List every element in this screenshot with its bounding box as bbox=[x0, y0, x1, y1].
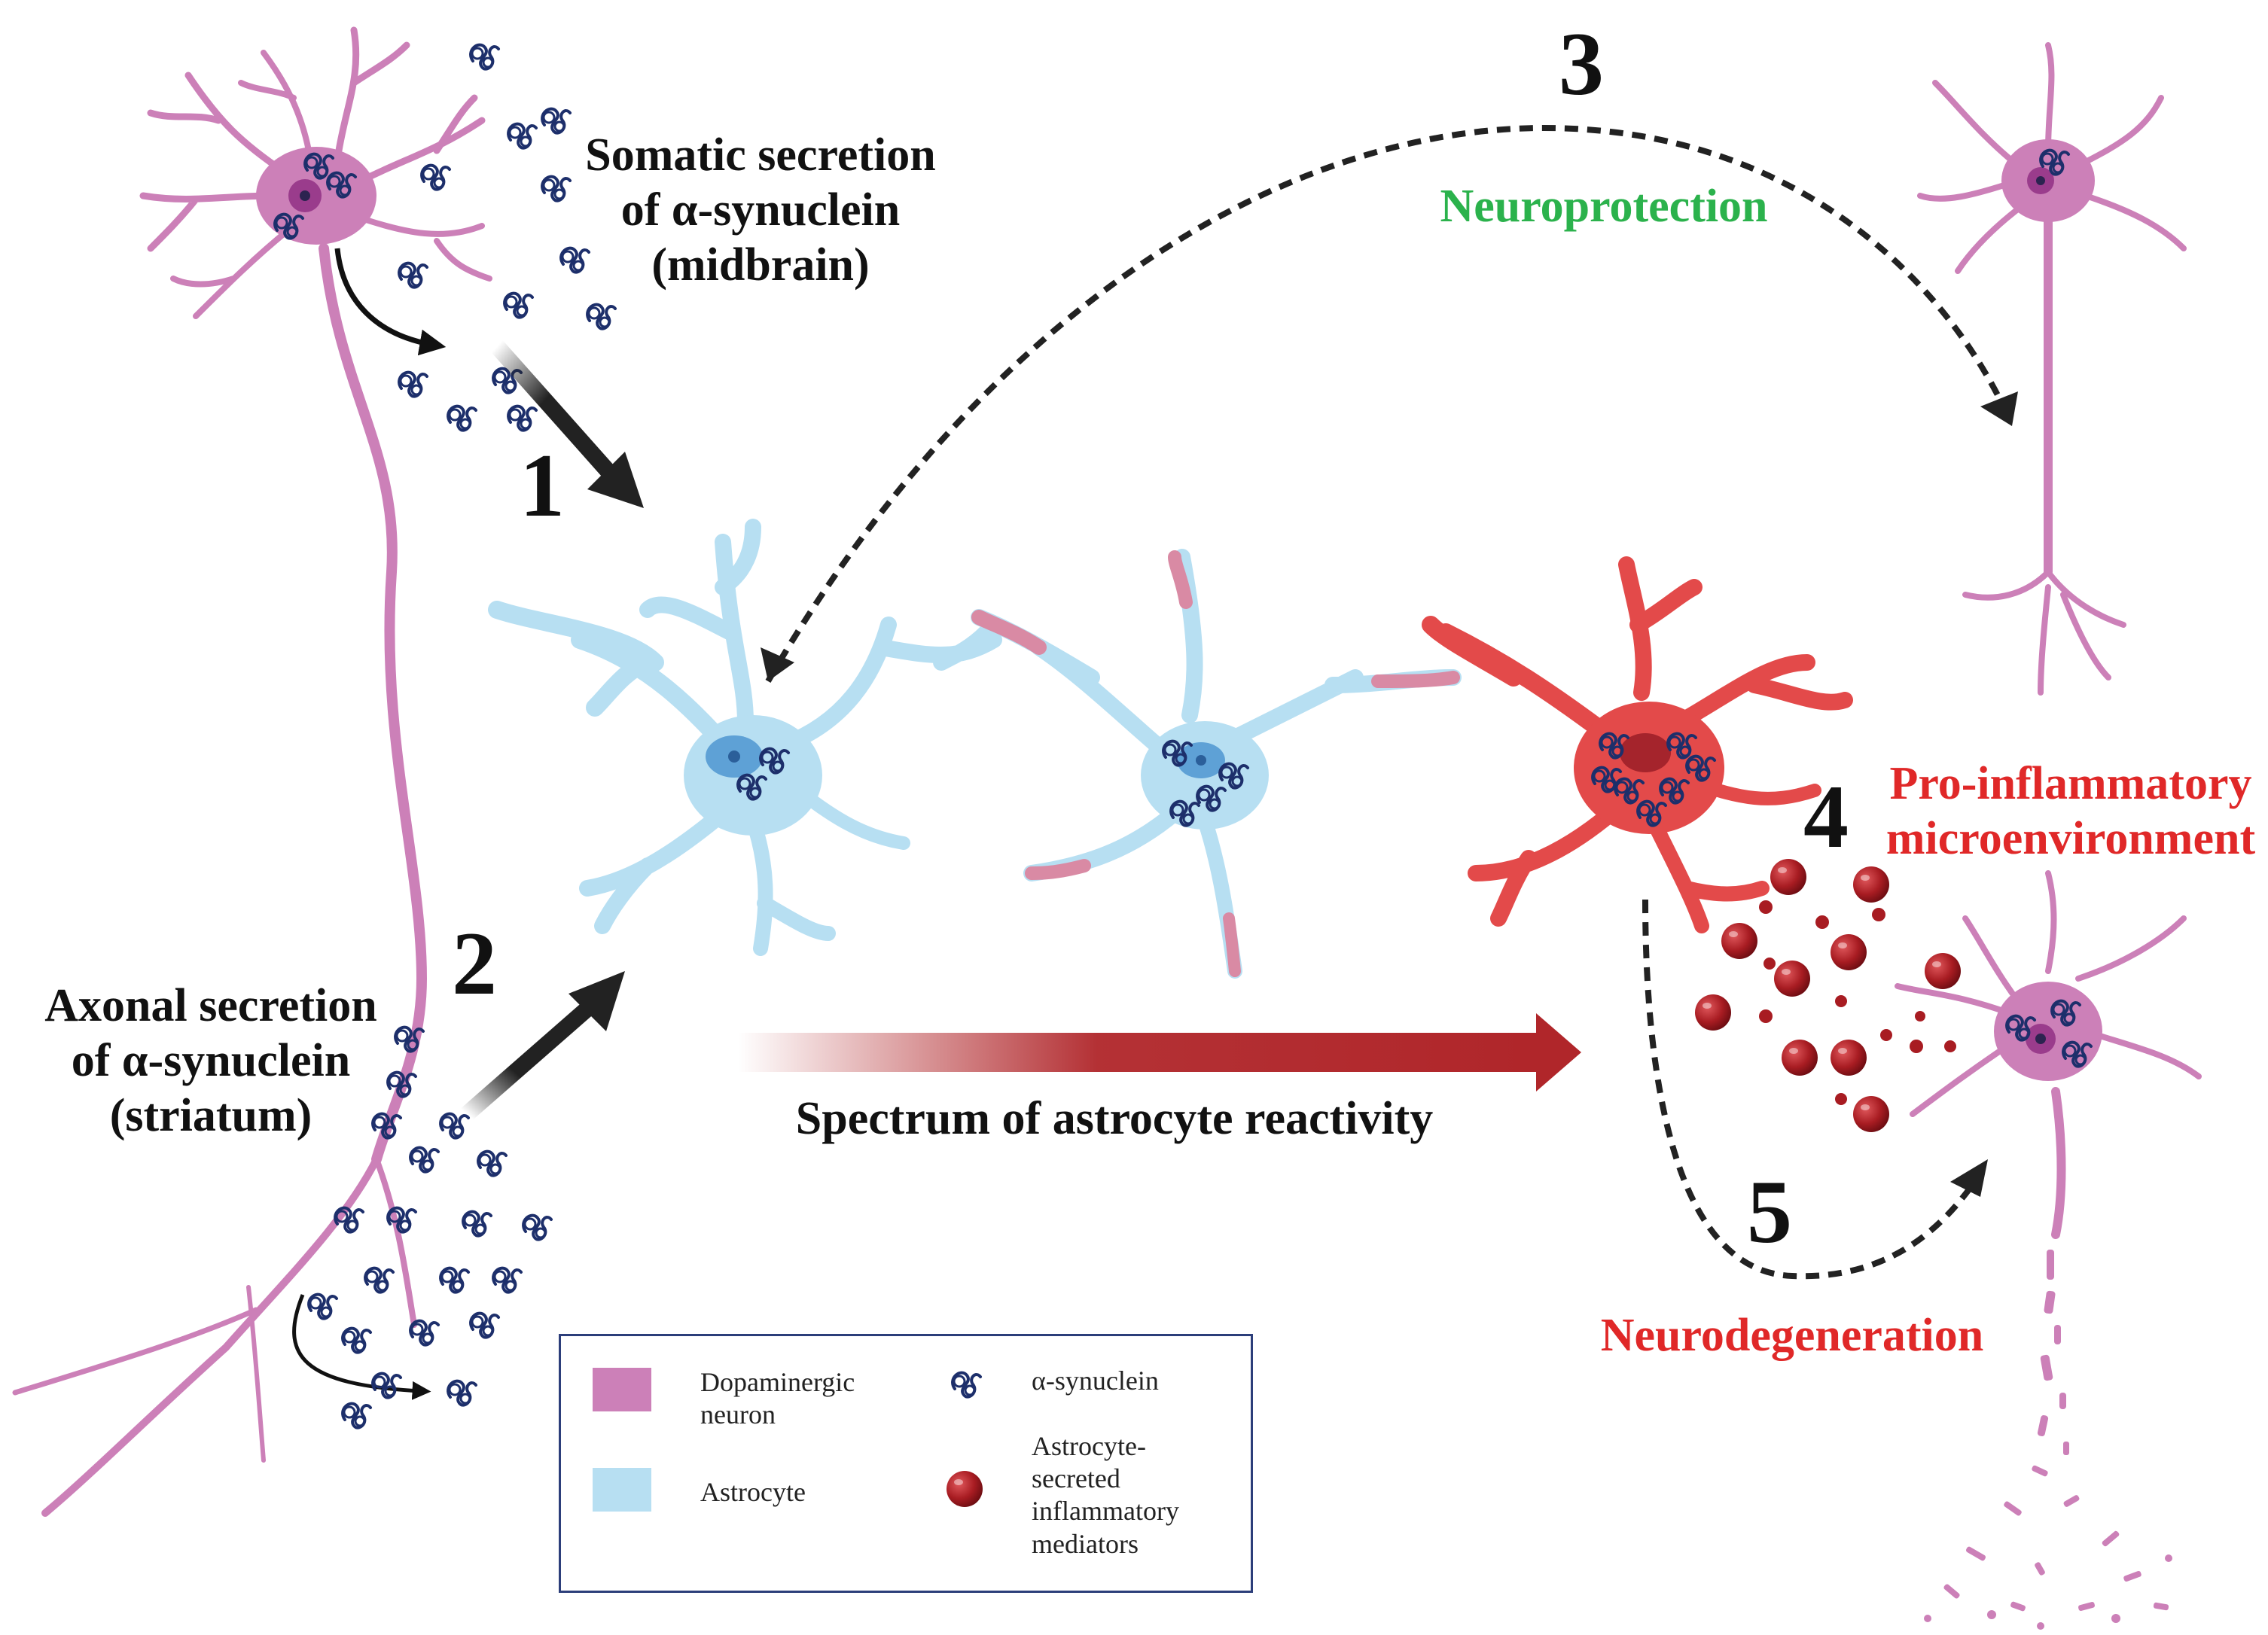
step-3-number: 3 bbox=[1559, 14, 1604, 114]
somatic-line-1: Somatic secretion bbox=[585, 129, 936, 181]
step-5-number: 5 bbox=[1747, 1162, 1792, 1262]
neuroprotection-label: Neuroprotection bbox=[1440, 181, 1768, 232]
axonal-secretion-label: Axonal secretion of α-synuclein (striatu… bbox=[30, 979, 392, 1143]
fragmented-axon bbox=[1924, 1250, 2172, 1630]
legend-swatch-neuron bbox=[593, 1368, 651, 1411]
legend-label-mediators: Astrocyte-secreted inflammatory mediator… bbox=[1032, 1431, 1179, 1559]
legend: Dopaminergic neuron Astrocyte α-synuclei… bbox=[559, 1334, 1253, 1593]
somatic-line-2: of α-synuclein bbox=[620, 184, 901, 236]
axonal-line-2: of α-synuclein bbox=[71, 1035, 351, 1087]
neuroprotection-arrow bbox=[765, 124, 2013, 684]
astrocyte-reactive bbox=[1422, 556, 1853, 933]
inflammatory-mediators-cluster bbox=[1695, 859, 1961, 1132]
axonal-line-3: (striatum) bbox=[109, 1090, 312, 1142]
somatic-line-3: (midbrain) bbox=[651, 239, 870, 291]
spectrum-arrow-head bbox=[1536, 1013, 1581, 1092]
synuclein-squiggle-icon bbox=[951, 1371, 982, 1399]
proinflammatory-line-2: microenvironment bbox=[1885, 813, 2256, 865]
spectrum-label: Spectrum of astrocyte reactivity bbox=[795, 1093, 1434, 1144]
neurodegeneration-label: Neurodegeneration bbox=[1600, 1310, 1984, 1361]
axonal-line-1: Axonal secretion bbox=[44, 980, 377, 1031]
legend-label-neuron: Dopaminergic neuron bbox=[700, 1367, 855, 1430]
dopaminergic-neuron-left bbox=[12, 26, 492, 1517]
legend-swatch-astrocyte bbox=[593, 1468, 651, 1512]
legend-label-astrocyte: Astrocyte bbox=[700, 1477, 806, 1507]
proinflammatory-label: Pro-inflammatory microenvironment bbox=[1875, 757, 2266, 866]
somatic-secretion-label: Somatic secretion of α-synuclein (midbra… bbox=[580, 128, 941, 293]
release-arrow-somatic bbox=[334, 248, 447, 356]
legend-label-synuclein: α-synuclein bbox=[1032, 1366, 1159, 1396]
step-1-number: 1 bbox=[520, 435, 565, 535]
step-2-number: 2 bbox=[452, 913, 497, 1013]
red-sphere-icon bbox=[947, 1471, 983, 1507]
arrow-step-2 bbox=[459, 1000, 596, 1122]
neurodegeneration-arrow bbox=[1642, 899, 1972, 1280]
arrow-step-1 bbox=[489, 338, 626, 490]
spectrum-arrow-shaft bbox=[738, 1033, 1536, 1072]
proinflammatory-line-1: Pro-inflammatory bbox=[1889, 758, 2252, 809]
step-4-number: 4 bbox=[1803, 766, 1849, 866]
